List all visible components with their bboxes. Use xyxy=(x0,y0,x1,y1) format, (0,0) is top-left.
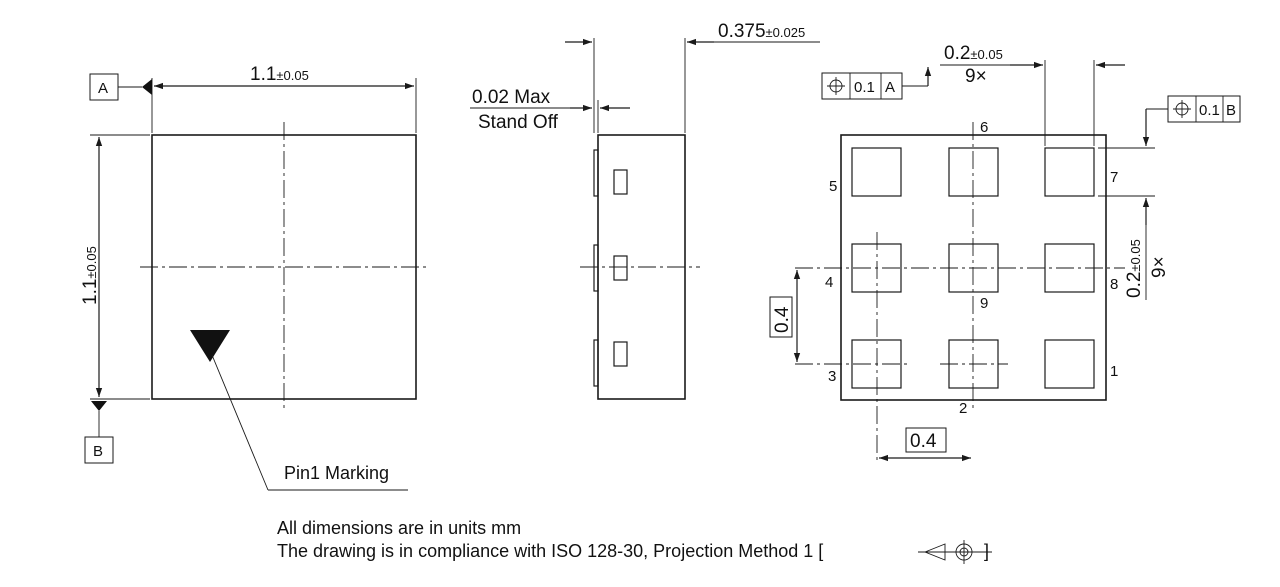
pin-number-3: 3 xyxy=(828,368,836,385)
pitch-x-box xyxy=(905,427,947,453)
pad-4 xyxy=(851,243,902,293)
pin1-leader xyxy=(211,354,269,491)
fcf-a-tolerance: 0.1 xyxy=(854,79,875,96)
pin1-triangle-icon xyxy=(190,330,230,362)
thickness-dimension: 0.375±0.025 xyxy=(718,21,805,42)
projection-method-icon xyxy=(918,540,992,564)
pad-size-dimension-x: 0.2±0.05 xyxy=(944,43,1003,64)
note-standard: The drawing is in compliance with ISO 12… xyxy=(277,541,823,561)
pin-number-4: 4 xyxy=(825,274,833,291)
side-view: 0.375±0.025 0.02 Max Stand Off xyxy=(470,21,820,400)
side-pad-1 xyxy=(613,169,628,195)
height-dimension: 1.1±0.05 xyxy=(80,246,101,305)
datum-b-triangle-icon xyxy=(91,401,107,411)
bottom-view: 1 2 3 4 5 6 7 8 9 0.2±0.05 9× 0.1 A xyxy=(769,43,1241,462)
pad-count-x: 9× xyxy=(965,66,987,87)
standoff-line1: 0.02 Max xyxy=(472,87,551,108)
datum-b-label: B xyxy=(93,443,103,460)
pin-number-1: 1 xyxy=(1110,363,1118,380)
datum-a-box xyxy=(89,73,119,101)
fcf-position-b: 0.1 B xyxy=(1142,95,1241,146)
pad-7 xyxy=(1044,147,1095,197)
pitch-x: 0.4 xyxy=(910,431,937,452)
pin-number-7: 7 xyxy=(1110,169,1118,186)
pin1-label: Pin1 Marking xyxy=(284,463,389,483)
pad-6 xyxy=(948,147,999,197)
pin-number-2: 2 xyxy=(959,400,967,417)
side-pad-3 xyxy=(613,341,628,367)
package-outline-bottom xyxy=(840,134,1107,401)
datum-a-triangle-icon xyxy=(142,79,152,95)
fcf-position-a: 0.1 A xyxy=(821,67,932,100)
fcf-b-datum: B xyxy=(1226,102,1236,119)
fcf-a-datum: A xyxy=(885,79,895,96)
pad-5 xyxy=(851,147,902,197)
pitch-y: 0.4 xyxy=(772,306,793,333)
pad-size-dimension-y: 0.2±0.05 xyxy=(1124,239,1145,298)
pad-3 xyxy=(851,339,902,389)
pad-count-y: 9× xyxy=(1149,256,1170,278)
standoff-line2: Stand Off xyxy=(478,112,559,133)
fcf-b-tolerance: 0.1 xyxy=(1199,102,1220,119)
width-dimension: 1.1±0.05 xyxy=(250,64,309,85)
datum-b-box xyxy=(84,436,114,464)
pin-number-9: 9 xyxy=(980,295,988,312)
pin-number-5: 5 xyxy=(829,178,837,195)
notes: All dimensions are in units mm The drawi… xyxy=(277,518,992,564)
note-standard-close: ] xyxy=(984,541,989,561)
pad-1 xyxy=(1044,339,1095,389)
datum-a-label: A xyxy=(98,80,108,97)
side-pad-2 xyxy=(613,255,628,281)
note-units: All dimensions are in units mm xyxy=(277,518,521,538)
pitch-y-box xyxy=(769,296,793,338)
pin-number-8: 8 xyxy=(1110,276,1118,293)
pin-number-6: 6 xyxy=(980,119,988,136)
top-view: Pin1 Marking 1.1±0.05 A 1.1±0.05 B xyxy=(80,64,428,491)
